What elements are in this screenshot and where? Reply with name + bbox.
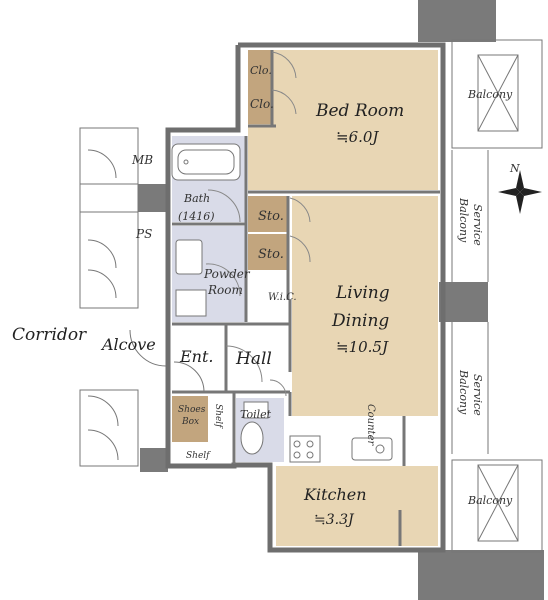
ps-label: PS bbox=[135, 227, 152, 241]
powder-label: Powder bbox=[203, 267, 251, 281]
living-area bbox=[292, 196, 438, 416]
living-size: ≒10.5J bbox=[336, 338, 389, 356]
wic-label: W.i.C. bbox=[268, 292, 297, 303]
hall-label: Hall bbox=[235, 349, 272, 369]
shoes-box bbox=[172, 396, 208, 442]
shoes-box-label-1: Shoes bbox=[178, 405, 206, 415]
bedroom-label: Bed Room bbox=[315, 101, 404, 121]
balcony-bottom-label: Balcony bbox=[467, 494, 513, 507]
kitchen-area bbox=[276, 466, 438, 546]
shelf-bottom-label: Shelf bbox=[186, 451, 211, 461]
counter-label: Counter bbox=[365, 404, 376, 446]
closet-1 bbox=[248, 50, 272, 88]
corridor-doors bbox=[79, 127, 205, 467]
balcony-top-label: Balcony bbox=[467, 88, 513, 101]
storage-2-label: Sto. bbox=[258, 247, 284, 262]
living-label: Living bbox=[335, 283, 390, 303]
storage-2 bbox=[248, 234, 288, 270]
compass-north-label: N bbox=[509, 162, 520, 175]
alcove-label: Alcove bbox=[100, 335, 156, 354]
structural-walls bbox=[138, 0, 544, 600]
kitchen-size: ≒3.3J bbox=[314, 512, 355, 528]
storage-1 bbox=[248, 196, 288, 232]
service-balcony-top-label-2: Balcony bbox=[457, 197, 470, 243]
service-balcony-bottom-label-2: Balcony bbox=[457, 369, 470, 415]
storage-1-label: Sto. bbox=[258, 209, 284, 224]
interior-walls bbox=[172, 50, 440, 546]
kitchen-equipment bbox=[289, 435, 393, 463]
shelf-vertical-label: Shelf bbox=[213, 404, 223, 429]
entrance-label: Ent. bbox=[179, 347, 214, 366]
unit-outline bbox=[165, 42, 446, 553]
closet-2 bbox=[248, 88, 272, 124]
bath-size: (1416) bbox=[178, 210, 215, 223]
service-balcony-top-label-1: Service bbox=[471, 204, 484, 246]
bath-label: Bath bbox=[183, 192, 210, 205]
toilet-label: Toilet bbox=[240, 408, 272, 421]
mb-label: MB bbox=[131, 153, 153, 167]
compass-icon: N bbox=[498, 162, 542, 214]
corridor-label: Corridor bbox=[12, 325, 87, 345]
bedroom-size: ≒6.0J bbox=[336, 128, 379, 146]
bedroom-area bbox=[248, 50, 438, 190]
shoes-box-label-2: Box bbox=[181, 417, 199, 427]
bath-fixtures bbox=[171, 143, 269, 455]
service-balcony-bottom-label-1: Service bbox=[471, 374, 484, 416]
closet-1-label: Clo. bbox=[250, 64, 272, 77]
dining-label: Dining bbox=[331, 311, 389, 331]
kitchen-label: Kitchen bbox=[303, 485, 367, 504]
closet-2-label: Clo. bbox=[250, 97, 274, 111]
balconies bbox=[451, 39, 543, 553]
door-swings bbox=[205, 51, 311, 397]
room-label: Room bbox=[207, 283, 243, 297]
